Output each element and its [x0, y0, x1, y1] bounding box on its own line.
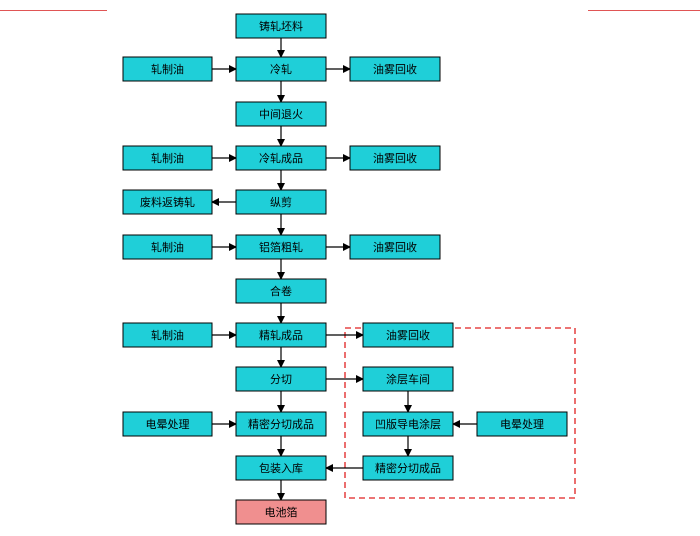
node-box — [235, 455, 327, 481]
node-label: 冷轧 — [270, 62, 292, 76]
node-precision-cut-1: 精密分切成品 — [235, 411, 327, 437]
node-box — [235, 56, 327, 82]
node-box — [122, 56, 213, 82]
node-label: 精轧成品 — [259, 328, 303, 342]
node-mist-1: 油雾回收 — [349, 56, 441, 82]
node-box — [349, 56, 441, 82]
node-box — [122, 411, 213, 437]
node-oil-3: 轧制油 — [122, 234, 213, 260]
node-precision-cut-2: 精密分切成品 — [362, 455, 454, 481]
node-finish-rolling: 精轧成品 — [235, 322, 327, 348]
node-oil-4: 轧制油 — [122, 322, 213, 348]
node-cutting: 分切 — [235, 366, 327, 392]
node-box — [122, 189, 213, 215]
node-label: 中间退火 — [259, 108, 303, 121]
node-box — [235, 145, 327, 171]
node-scrap: 废料返铸轧 — [122, 189, 213, 215]
node-label: 油雾回收 — [373, 240, 417, 254]
node-battery-foil: 电池箔 — [235, 499, 327, 525]
node-label: 电晕处理 — [146, 418, 190, 431]
node-electro-2: 电晕处理 — [476, 411, 568, 437]
node-box — [235, 234, 327, 260]
node-label: 冷轧成品 — [259, 151, 303, 165]
node-label: 电晕处理 — [500, 418, 544, 431]
node-label: 轧制油 — [151, 151, 184, 165]
top-left-rule — [0, 10, 107, 11]
node-box — [235, 366, 327, 392]
node-oil-2: 轧制油 — [122, 145, 213, 171]
node-mist-4: 油雾回收 — [362, 322, 454, 348]
node-doubling: 合卷 — [235, 278, 327, 304]
node-packing: 包装入库 — [235, 455, 327, 481]
node-box — [362, 322, 454, 348]
coating-section-frame — [344, 327, 576, 499]
node-label: 油雾回收 — [373, 151, 417, 165]
node-label: 合卷 — [270, 284, 292, 298]
node-oil-1: 轧制油 — [122, 56, 213, 82]
node-coating-shop: 涂层车间 — [362, 366, 454, 392]
top-right-rule — [588, 10, 700, 11]
node-label: 分切 — [270, 373, 292, 386]
node-annealing: 中间退火 — [235, 101, 327, 127]
node-label: 轧制油 — [151, 62, 184, 76]
node-label: 铸轧坯料 — [259, 19, 303, 33]
node-box — [235, 411, 327, 437]
node-electro-1: 电晕处理 — [122, 411, 213, 437]
node-label: 涂层车间 — [386, 372, 430, 386]
node-box — [235, 499, 327, 525]
node-box — [122, 234, 213, 260]
node-label: 轧制油 — [151, 240, 184, 254]
node-label: 纵剪 — [270, 195, 292, 209]
node-box — [362, 455, 454, 481]
node-cold-rolling: 冷轧 — [235, 56, 327, 82]
node-box — [235, 189, 327, 215]
node-label: 精密分切成品 — [375, 461, 441, 475]
node-label: 油雾回收 — [386, 328, 430, 342]
node-box — [476, 411, 568, 437]
node-cold-finished: 冷轧成品 — [235, 145, 327, 171]
node-box — [122, 322, 213, 348]
node-box — [349, 145, 441, 171]
node-label: 轧制油 — [151, 328, 184, 342]
flow-nodes: 铸轧坯料轧制油冷轧油雾回收中间退火轧制油冷轧成品油雾回收废料返铸轧纵剪轧制油铝箔… — [122, 13, 568, 525]
node-box — [122, 145, 213, 171]
node-label: 电池箔 — [265, 505, 298, 519]
node-label: 废料返铸轧 — [140, 195, 195, 209]
node-label: 凹版导电涂层 — [375, 417, 441, 431]
node-label: 铝箔粗轧 — [259, 240, 303, 254]
node-mist-2: 油雾回收 — [349, 145, 441, 171]
node-label: 油雾回收 — [373, 62, 417, 76]
node-label: 精密分切成品 — [248, 417, 314, 431]
node-mist-3: 油雾回收 — [349, 234, 441, 260]
node-cast-billet: 铸轧坯料 — [235, 13, 327, 39]
node-box — [235, 278, 327, 304]
node-box — [235, 101, 327, 127]
node-box — [235, 322, 327, 348]
flow-arrows — [211, 38, 477, 501]
node-box — [362, 366, 454, 392]
node-gravure-coating: 凹版导电涂层 — [362, 411, 454, 437]
node-label: 包装入库 — [259, 462, 303, 475]
node-slitting: 纵剪 — [235, 189, 327, 215]
node-box — [235, 13, 327, 39]
node-box — [362, 411, 454, 437]
node-rough-rolling: 铝箔粗轧 — [235, 234, 327, 260]
node-box — [349, 234, 441, 260]
